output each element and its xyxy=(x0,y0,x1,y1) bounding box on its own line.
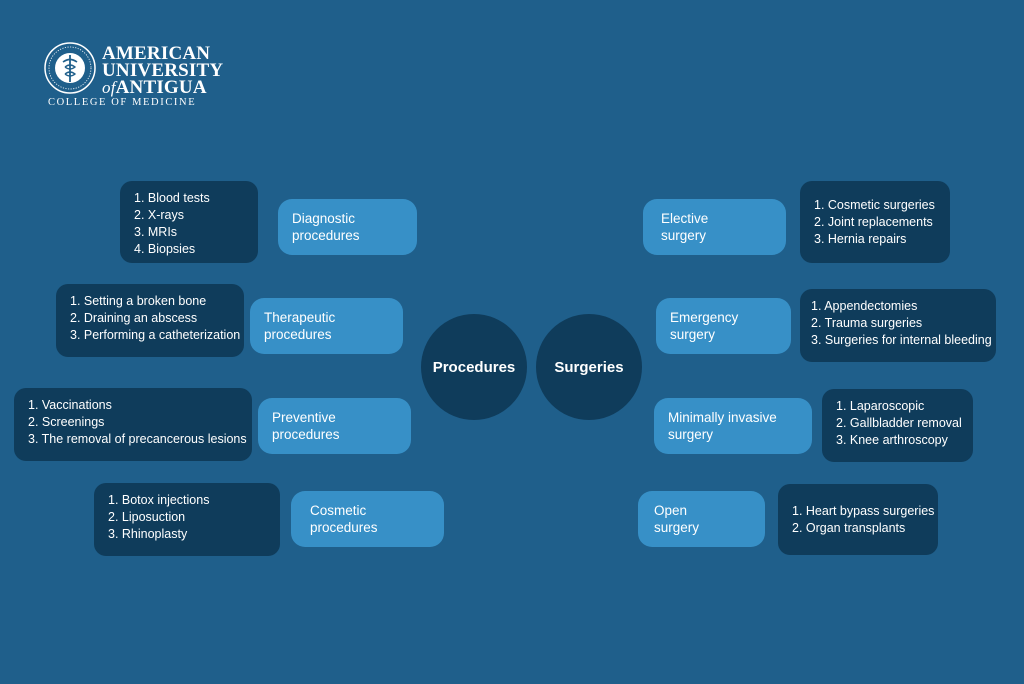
pill-diagnostic-procedures: Diagnostic procedures xyxy=(278,199,417,255)
list-cosmetic-examples: 1. Botox injections 2. Liposuction 3. Rh… xyxy=(94,483,280,556)
pill-label: Preventive xyxy=(272,410,336,425)
list-item: 3. The removal of precancerous lesions xyxy=(28,432,247,446)
logo-subtitle: COLLEGE OF MEDICINE xyxy=(48,97,197,108)
pill-label: surgery xyxy=(654,520,700,535)
list-item: 2. Joint replacements xyxy=(814,215,933,229)
logo-text-of: of xyxy=(102,78,116,97)
pill-open-surgery: Open surgery xyxy=(638,491,765,547)
university-logo: AMERICAN UNIVERSITY ofANTIGUA COLLEGE OF… xyxy=(44,42,224,112)
pill-label: procedures xyxy=(292,228,360,243)
list-therapeutic-examples: 1. Setting a broken bone 2. Draining an … xyxy=(56,284,244,357)
logo-text-antigua: ofANTIGUA xyxy=(102,78,207,97)
list-item: 1. Botox injections xyxy=(108,493,210,507)
pill-label: Diagnostic xyxy=(292,211,356,226)
pill-therapeutic-procedures: Therapeutic procedures xyxy=(250,298,403,354)
list-item: 2. Draining an abscess xyxy=(70,311,198,325)
list-item: 3. Rhinoplasty xyxy=(108,527,188,541)
hub-surgeries: Surgeries xyxy=(536,314,642,420)
pill-label: procedures xyxy=(264,327,332,342)
list-item: 3. MRIs xyxy=(134,225,178,239)
university-seal-icon xyxy=(44,42,96,94)
list-emergency-examples: 1. Appendectomies 2. Trauma surgeries 3.… xyxy=(800,289,996,362)
list-item: 4. Biopsies xyxy=(134,242,196,256)
list-item: 1. Cosmetic surgeries xyxy=(814,198,935,212)
logo-text-antigua-word: ANTIGUA xyxy=(115,77,207,98)
list-item: 2. Organ transplants xyxy=(792,521,906,535)
list-item: 2. Trauma surgeries xyxy=(811,316,923,330)
list-item: 2. Gallbladder removal xyxy=(836,416,962,430)
list-minimally-invasive-examples: 1. Laparoscopic 2. Gallbladder removal 3… xyxy=(822,389,973,462)
list-item: 1. Appendectomies xyxy=(811,299,918,313)
logo-text-american: AMERICAN xyxy=(102,43,211,64)
pill-preventive-procedures: Preventive procedures xyxy=(258,398,411,454)
list-item: 1. Vaccinations xyxy=(28,398,112,412)
list-item: 3. Hernia repairs xyxy=(814,232,907,246)
list-diagnostic-examples: 1. Blood tests 2. X-rays 3. MRIs 4. Biop… xyxy=(120,181,258,263)
pill-label: surgery xyxy=(661,228,707,243)
list-item: 1. Heart bypass surgeries xyxy=(792,504,935,518)
list-item: 3. Performing a catheterization xyxy=(70,328,241,342)
pill-minimally-invasive-surgery: Minimally invasive surgery xyxy=(654,398,812,454)
list-item: 1. Laparoscopic xyxy=(836,399,925,413)
hub-procedures: Procedures xyxy=(421,314,527,420)
pill-label: procedures xyxy=(310,520,378,535)
logo-text-university: UNIVERSITY xyxy=(102,60,224,81)
pill-label: surgery xyxy=(670,327,716,342)
pill-label: Emergency xyxy=(670,310,739,325)
list-item: 2. X-rays xyxy=(134,208,185,222)
pill-elective-surgery: Elective surgery xyxy=(643,199,786,255)
pill-cosmetic-procedures: Cosmetic procedures xyxy=(291,491,444,547)
list-item: 3. Knee arthroscopy xyxy=(836,433,948,447)
list-elective-examples: 1. Cosmetic surgeries 2. Joint replaceme… xyxy=(800,181,950,263)
pill-label: surgery xyxy=(668,427,714,442)
pill-label: procedures xyxy=(272,427,340,442)
pill-label: Elective xyxy=(661,211,709,226)
list-open-examples: 1. Heart bypass surgeries 2. Organ trans… xyxy=(778,484,938,555)
list-item: 2. Liposuction xyxy=(108,510,186,524)
pill-label: Minimally invasive xyxy=(668,410,777,425)
list-item: 2. Screenings xyxy=(28,415,105,429)
pill-label: Open xyxy=(654,503,688,518)
pill-emergency-surgery: Emergency surgery xyxy=(656,298,791,354)
list-item: 1. Setting a broken bone xyxy=(70,294,207,308)
pill-label: Therapeutic xyxy=(264,310,336,325)
list-item: 1. Blood tests xyxy=(134,191,210,205)
list-preventive-examples: 1. Vaccinations 2. Screenings 3. The rem… xyxy=(14,388,252,461)
pill-label: Cosmetic xyxy=(310,503,367,518)
list-item: 3. Surgeries for internal bleeding xyxy=(811,333,992,347)
